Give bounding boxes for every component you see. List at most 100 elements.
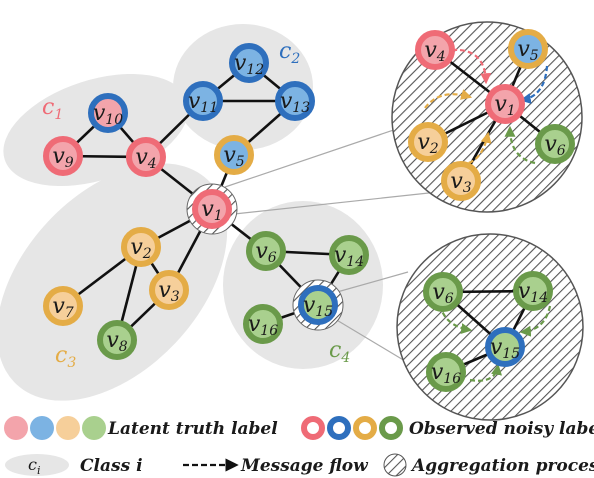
node-label: v15 <box>303 293 333 320</box>
node-circle <box>508 29 548 69</box>
node-label: v7 <box>52 294 73 321</box>
node-circle <box>485 327 525 367</box>
legend-observed-swatch <box>379 416 403 440</box>
zoom-circle-v15 <box>396 233 584 421</box>
node-label: v2 <box>130 235 151 262</box>
legend-observed-swatch <box>353 416 377 440</box>
node-circle <box>229 43 269 83</box>
node-circle <box>43 136 83 176</box>
node-v14: v14 <box>329 235 369 275</box>
node-circle <box>275 81 315 121</box>
legend-latent-swatch <box>56 416 80 440</box>
message-flow-arrow <box>504 125 536 165</box>
node-v16: v16 <box>243 304 283 344</box>
node-v4: v4 <box>126 137 166 177</box>
node-circle <box>535 124 575 164</box>
node-label: v3 <box>158 278 179 305</box>
node-circle <box>43 286 83 326</box>
node-circle <box>214 135 254 175</box>
node-circle <box>192 189 232 229</box>
node-v5: v5 <box>214 135 254 175</box>
node-label: v2 <box>417 130 438 157</box>
node-circle <box>246 231 286 271</box>
node-label: v14 <box>518 279 548 306</box>
legend-latent-label: Latent truth label <box>107 419 278 439</box>
node-v12: v12 <box>229 43 269 83</box>
node-v11: v11 <box>183 81 223 121</box>
node-z1-v2: v2 <box>408 122 448 162</box>
node-v7: v7 <box>43 286 83 326</box>
legend: Latent truth label Observed noisy label … <box>4 416 594 477</box>
node-label: v11 <box>188 89 218 116</box>
node-circle <box>426 352 466 392</box>
node-z1-v6: v6 <box>535 124 575 164</box>
legend-latent-swatch <box>4 416 28 440</box>
zoom1-nodes: v4 v5 v1 v2 v6 v3 <box>408 29 575 201</box>
node-v6: v6 <box>246 231 286 271</box>
node-v8: v8 <box>97 320 137 360</box>
legend-latent-swatch <box>30 416 54 440</box>
node-circle <box>121 227 161 267</box>
node-v3: v3 <box>149 270 189 310</box>
node-label: v10 <box>93 101 123 128</box>
node-z1-v4: v4 <box>415 30 455 70</box>
legend-observed-swatch <box>301 416 325 440</box>
node-z2-v14: v14 <box>513 271 553 311</box>
node-circle <box>485 84 525 124</box>
node-z1-v3: v3 <box>441 161 481 201</box>
message-flow-arrow <box>469 363 502 382</box>
legend-latent-swatches <box>4 416 106 440</box>
node-label: v14 <box>334 243 364 270</box>
node-label: v6 <box>255 239 276 266</box>
zoom-connector-line <box>329 271 409 295</box>
node-v1: v1 <box>186 183 238 235</box>
node-z1-v1: v1 <box>485 84 525 124</box>
message-flow-arrow <box>451 48 492 85</box>
node-v2: v2 <box>121 227 161 267</box>
node-circle <box>126 137 166 177</box>
node-v9: v9 <box>43 136 83 176</box>
node-v15: v15 <box>292 279 344 331</box>
node-circle <box>149 270 189 310</box>
node-label: v16 <box>248 312 278 339</box>
node-v10: v10 <box>88 93 128 133</box>
node-label: v5 <box>223 143 244 170</box>
legend-class-symbol: ci <box>28 455 41 477</box>
message-flow-arrow <box>424 89 473 109</box>
node-circle <box>329 235 369 275</box>
zoom-circle-v1 <box>391 21 583 213</box>
legend-aggregation-label: Aggregation process <box>410 456 594 476</box>
node-label: v16 <box>431 360 461 387</box>
node-circle <box>183 81 223 121</box>
legend-class-swatch <box>5 454 69 476</box>
legend-latent-swatch <box>82 416 106 440</box>
node-z2-v6: v6 <box>423 272 463 312</box>
node-circle <box>298 285 338 325</box>
node-label: v4 <box>424 38 445 65</box>
node-label: v4 <box>135 145 156 172</box>
class-label-c3: c3 <box>55 343 76 371</box>
legend-observed-swatch <box>327 416 351 440</box>
node-label: v12 <box>234 51 264 78</box>
node-z2-v16: v16 <box>426 352 466 392</box>
legend-aggregation-swatch <box>383 453 407 477</box>
node-label: v6 <box>432 280 453 307</box>
node-circle <box>243 304 283 344</box>
node-z1-v5: v5 <box>508 29 548 69</box>
legend-message-label: Message flow <box>240 456 369 476</box>
node-label: v5 <box>517 37 538 64</box>
node-circle <box>97 320 137 360</box>
message-flow-arrow <box>519 65 549 104</box>
legend-class-label: Class i <box>80 456 143 476</box>
node-label: v6 <box>544 132 565 159</box>
zoom-connector-line <box>224 191 439 216</box>
class-label-c1: c1 <box>42 95 63 123</box>
legend-observed-label: Observed noisy label <box>409 419 594 439</box>
node-label: v1 <box>494 92 515 119</box>
node-circle <box>513 271 553 311</box>
node-circle <box>415 30 455 70</box>
class-label-c4: c4 <box>329 338 350 366</box>
node-circle <box>88 93 128 133</box>
